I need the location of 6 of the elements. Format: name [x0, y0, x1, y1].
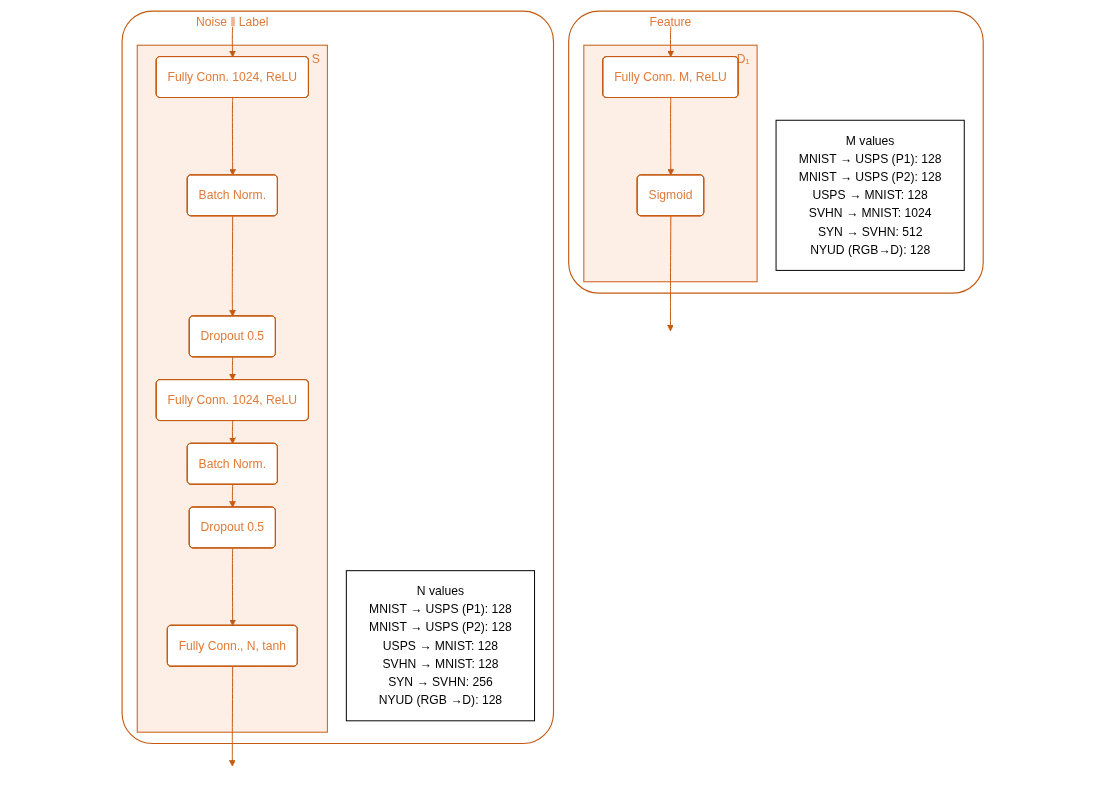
node-box: M values MNIST → USPS (P1): 128 MNIST → USPS (P2): 128 USPS → MNIST: 128 SVHN → MNIST: 1024 SYN → SVHN: 512 NYUD (RGB→D): 128	[775, 119, 965, 271]
cluster	[567, 10, 984, 294]
cluster	[121, 10, 554, 745]
node-text: Feature	[649, 15, 692, 29]
node-box: N values MNIST → USPS (P1): 128 MNIST → USPS (P2): 128 USPS → MNIST: 128 SVHN → MNIST: 128 SYN → SVHN: 256 NYUD (RGB →D): 128	[345, 570, 535, 722]
node-text: Noise ‖ Label	[195, 15, 269, 29]
